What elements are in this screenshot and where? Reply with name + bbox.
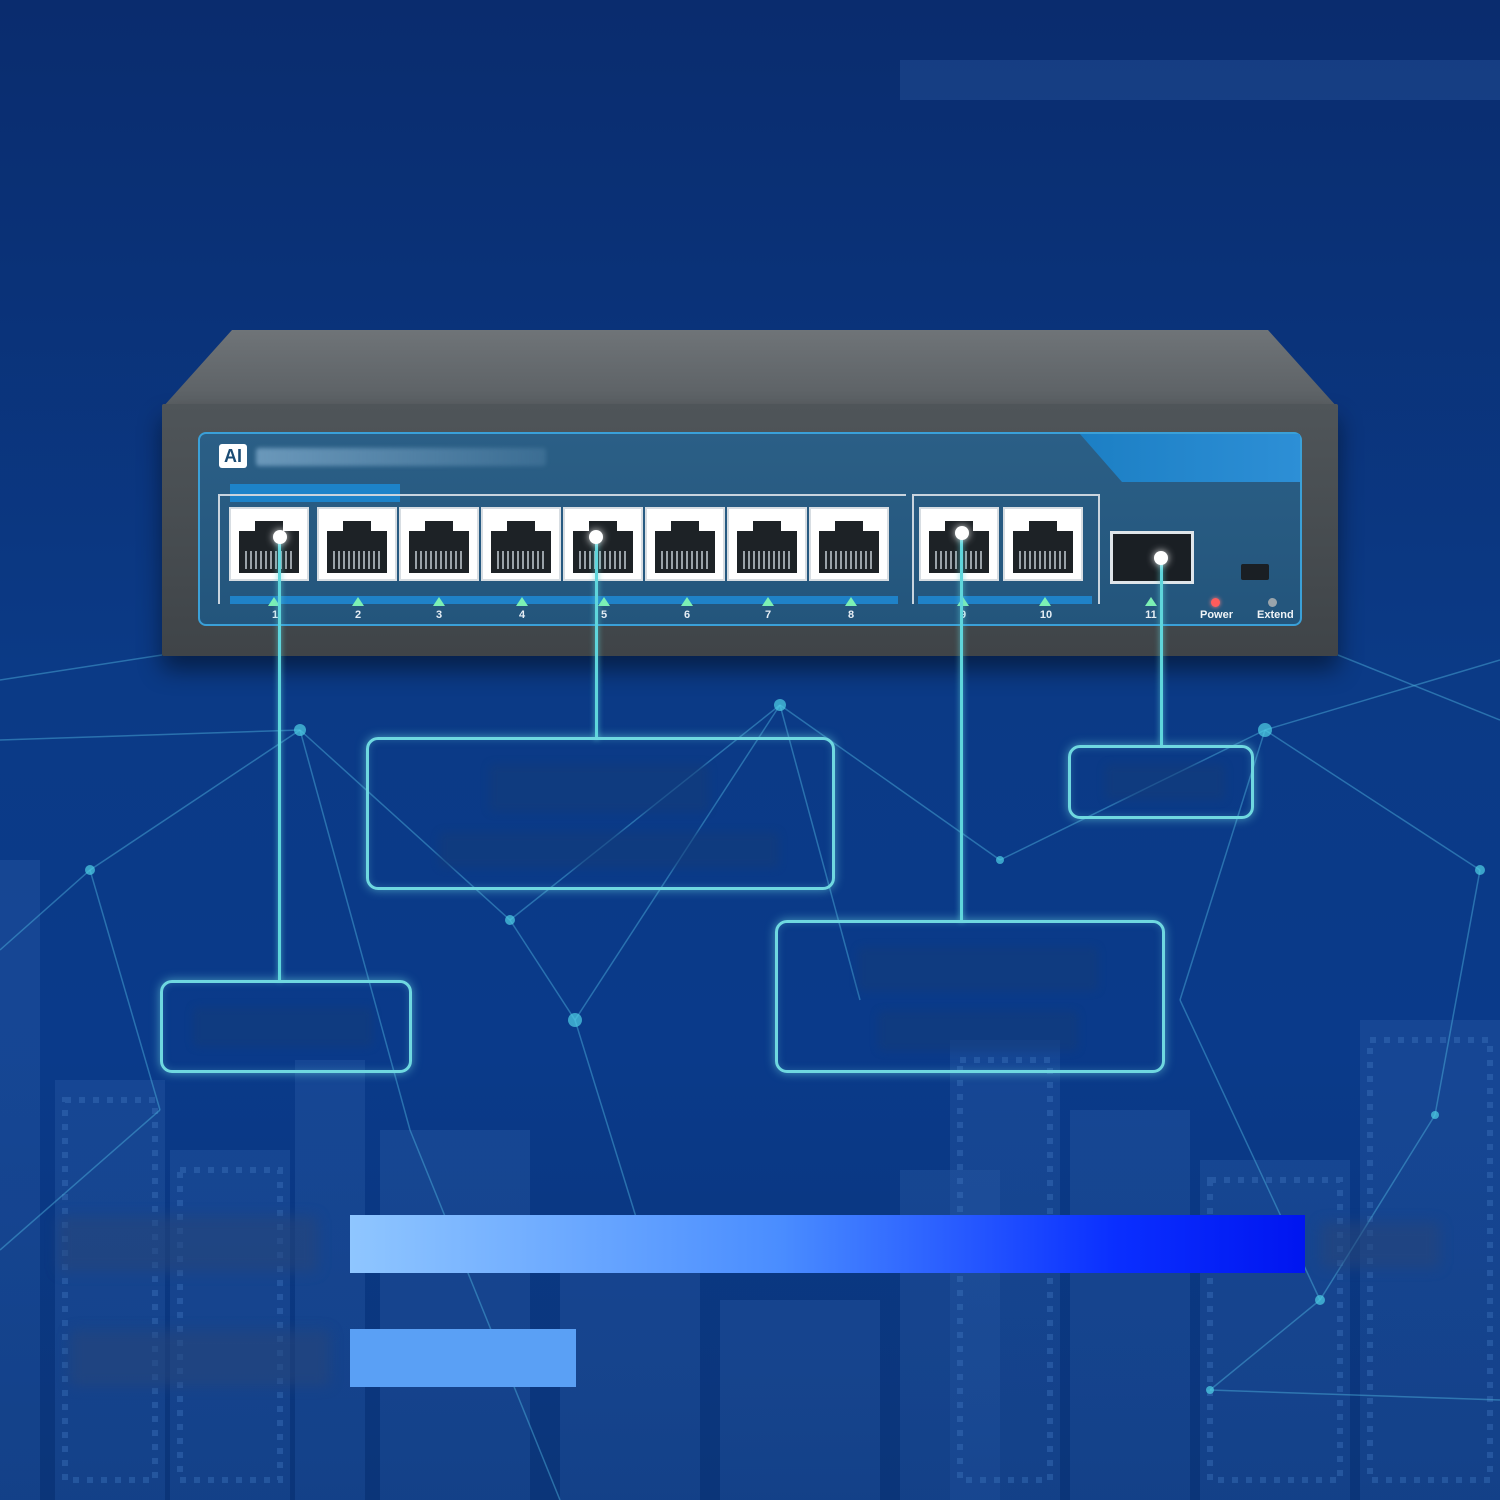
callout-box-uplink-ports bbox=[775, 920, 1165, 1073]
callout-box-poe-ports bbox=[366, 737, 835, 890]
rj45-port-9[interactable] bbox=[919, 507, 999, 581]
panel-accent-stripe bbox=[1080, 434, 1300, 482]
port-number-label: 9 bbox=[959, 609, 967, 621]
port-group-bracket-1-8 bbox=[218, 494, 906, 604]
extend-label: Extend bbox=[1257, 609, 1294, 621]
rj45-port-1[interactable] bbox=[229, 507, 309, 581]
port-number-label: 1 bbox=[271, 609, 279, 621]
port-pins-icon bbox=[497, 551, 545, 569]
callout-anchor-dot bbox=[1154, 551, 1168, 565]
rj45-port-7[interactable] bbox=[727, 507, 807, 581]
extend-led-icon bbox=[1268, 598, 1277, 607]
comparison-bar-long bbox=[350, 1215, 1305, 1273]
rj45-port-10[interactable] bbox=[1003, 507, 1083, 581]
port-led-icon bbox=[598, 597, 610, 606]
callout-line-port-1 bbox=[278, 538, 281, 981]
port-group-tag bbox=[230, 484, 400, 502]
callout-box-sfp bbox=[1068, 745, 1254, 819]
port-led-icon bbox=[845, 597, 857, 606]
rj45-port-6[interactable] bbox=[645, 507, 725, 581]
bar-value-blurred bbox=[1320, 1222, 1440, 1268]
comparison-bar-short bbox=[350, 1329, 576, 1387]
callout-anchor-dot bbox=[589, 530, 603, 544]
callout-text-blurred bbox=[193, 1007, 373, 1047]
callout-line-sfp bbox=[1160, 559, 1163, 745]
port-number-label: 6 bbox=[683, 609, 691, 621]
status-bar-ports-1-8 bbox=[230, 596, 898, 604]
status-bar-ports-9-10 bbox=[918, 596, 1092, 604]
port-number-label: 4 bbox=[518, 609, 526, 621]
port-pins-icon bbox=[333, 551, 381, 569]
ai-logo: AI bbox=[219, 444, 247, 468]
power-label: Power bbox=[1200, 609, 1234, 621]
callout-text-blurred bbox=[1105, 764, 1225, 800]
power-led-icon bbox=[1211, 598, 1220, 607]
callout-anchor-dot bbox=[955, 526, 969, 540]
port-number-label: 5 bbox=[600, 609, 608, 621]
port-group-bracket-9-10 bbox=[912, 494, 1100, 604]
callout-text-blurred bbox=[878, 1011, 1078, 1051]
rj45-port-3[interactable] bbox=[399, 507, 479, 581]
extend-mode-toggle[interactable] bbox=[1241, 564, 1269, 580]
port-pins-icon bbox=[743, 551, 791, 569]
callout-box-uplink bbox=[160, 980, 412, 1073]
bar-label-blurred bbox=[70, 1330, 330, 1386]
rj45-port-5[interactable] bbox=[563, 507, 643, 581]
port-pins-icon bbox=[579, 551, 627, 569]
port-number-label: 8 bbox=[847, 609, 855, 621]
port-led-icon bbox=[1145, 597, 1157, 606]
callout-text-blurred bbox=[858, 947, 1098, 991]
port-led-icon bbox=[516, 597, 528, 606]
port-number-label: 2 bbox=[354, 609, 362, 621]
port-led-icon bbox=[268, 597, 280, 606]
port-number-label: 10 bbox=[1039, 609, 1053, 621]
port-pins-icon bbox=[935, 551, 983, 569]
sfp-port-number-label: 11 bbox=[1145, 609, 1157, 621]
port-led-icon bbox=[1039, 597, 1051, 606]
port-pins-icon bbox=[825, 551, 873, 569]
port-led-icon bbox=[433, 597, 445, 606]
callout-line-port-9 bbox=[960, 534, 963, 922]
callout-line-port-5 bbox=[595, 538, 598, 740]
port-led-icon bbox=[681, 597, 693, 606]
port-led-icon bbox=[762, 597, 774, 606]
rj45-port-8[interactable] bbox=[809, 507, 889, 581]
brand-name-blurred bbox=[256, 448, 546, 466]
port-led-icon bbox=[957, 597, 969, 606]
callout-text-blurred bbox=[489, 764, 709, 812]
port-pins-icon bbox=[661, 551, 709, 569]
sfp-port-11[interactable] bbox=[1110, 531, 1194, 584]
port-led-icon bbox=[352, 597, 364, 606]
switch-top-surface bbox=[162, 330, 1338, 408]
bar-label-blurred bbox=[58, 1216, 318, 1272]
port-pins-icon bbox=[415, 551, 463, 569]
rj45-port-2[interactable] bbox=[317, 507, 397, 581]
callout-anchor-dot bbox=[273, 530, 287, 544]
callout-text-blurred bbox=[439, 832, 779, 868]
port-number-label: 3 bbox=[435, 609, 443, 621]
port-pins-icon bbox=[245, 551, 293, 569]
port-number-label: 7 bbox=[764, 609, 772, 621]
rj45-port-4[interactable] bbox=[481, 507, 561, 581]
port-pins-icon bbox=[1019, 551, 1067, 569]
